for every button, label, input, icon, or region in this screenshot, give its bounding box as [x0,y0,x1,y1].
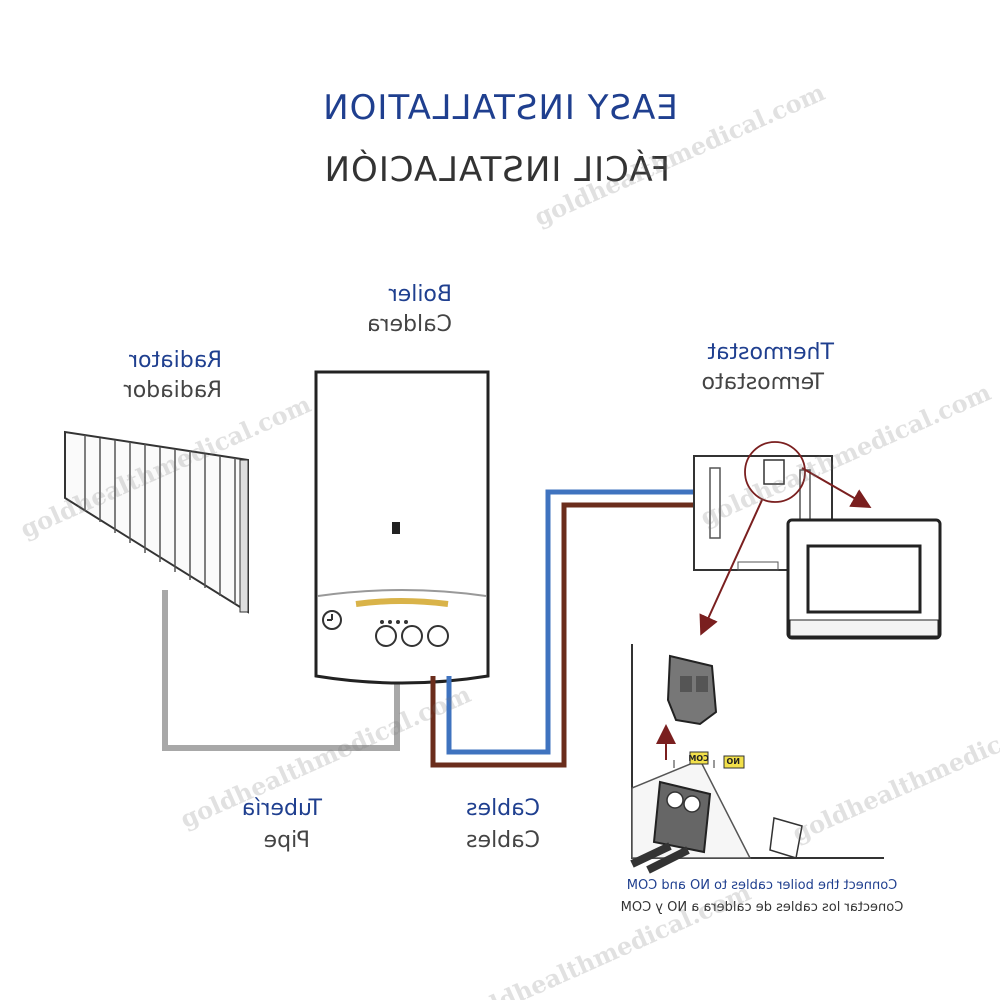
arrow-to-connector [699,499,763,636]
thermostat-label-english: Thermostat [707,340,834,365]
arrow-to-thermostat [801,467,872,508]
note-spanish: Conectar los cables de caldera a NO y CO… [620,900,904,915]
radiator-illustration [64,430,249,614]
pipe-line [162,590,400,751]
blue-cable [446,489,694,755]
no-terminal-label: NO [726,757,741,766]
cables-label-spanish: Cables [466,828,540,853]
terminal-detail [630,644,884,874]
boiler-illustration [314,370,490,685]
radiator-label-english: Radiator [129,348,222,373]
cables-label-english: Cables [466,796,540,821]
com-terminal-label: COM [688,754,709,763]
brown-cable [430,502,694,768]
title-english: EASY INSTALLATION [322,88,678,128]
thermostat-device [786,518,942,640]
radiator-label-spanish: Radiador [123,378,222,403]
thermostat-label-spanish: Termostato [701,370,824,395]
boiler-label-spanish: Caldera [367,312,452,337]
pipe-label-spanish: Pipe [263,828,310,853]
note-english: Connect the boiler cables to NO and COM [626,878,898,893]
boiler-label-english: Boiler [388,282,452,307]
